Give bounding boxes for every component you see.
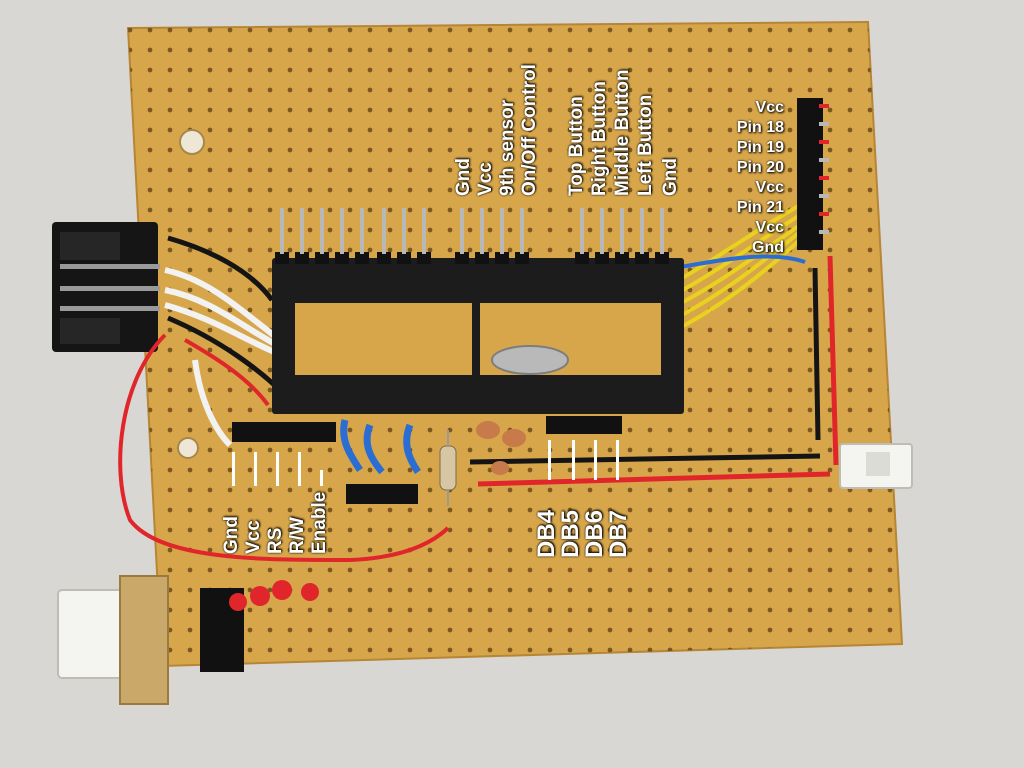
label-enable: Enable	[309, 491, 330, 554]
mounting-hole	[177, 437, 199, 459]
right-header-labels: Vcc Pin 18 Pin 19 Pin 20 Vcc Pin 21 Vcc …	[706, 98, 784, 258]
header-pin-base	[515, 252, 529, 264]
header-pin	[600, 208, 604, 254]
header-pin-base	[615, 252, 629, 264]
header-pin	[500, 208, 504, 254]
label-vcc-1: Vcc	[755, 99, 784, 116]
right-header-pin	[819, 176, 829, 180]
header-pin-base	[275, 252, 289, 264]
header-pin	[382, 208, 386, 254]
right-header-pin	[819, 194, 829, 198]
label-ticks	[232, 440, 619, 486]
jst-connector-right	[839, 443, 913, 489]
header-pin-base	[315, 252, 329, 264]
header-pin	[340, 208, 344, 254]
label-right-button: Right Button	[589, 80, 610, 196]
label-vcc-2: Vcc	[755, 179, 784, 196]
header-pin-base	[595, 252, 609, 264]
header-pin-base	[495, 252, 509, 264]
jst-connector-left	[57, 575, 244, 705]
header-pin-base	[335, 252, 349, 264]
header-pin	[460, 208, 464, 254]
label-rs: RS	[265, 527, 286, 554]
label-db5: DB5	[557, 509, 584, 558]
header-pin-base	[397, 252, 411, 264]
header-pin-base	[635, 252, 649, 264]
mounting-hole	[179, 129, 205, 155]
red-wire-ends	[229, 580, 319, 611]
label-pin-19: Pin 19	[736, 139, 784, 156]
label-db4: DB4	[533, 509, 560, 558]
label-pin-20: Pin 20	[736, 159, 784, 176]
capacitors	[476, 421, 526, 475]
right-header-pin	[819, 212, 829, 216]
header-pin-base	[417, 252, 431, 264]
header-pin	[640, 208, 644, 254]
top-header-pins	[275, 208, 669, 264]
label-pin-18: Pin 18	[736, 119, 784, 136]
right-header-pin	[819, 122, 829, 126]
label-vcc-top: Vcc	[475, 162, 496, 196]
label-pin-21: Pin 21	[736, 199, 784, 216]
header-pin-base	[455, 252, 469, 264]
resistor	[439, 430, 457, 506]
label-on-off-control: On/Off Control	[519, 64, 540, 196]
crystal	[491, 345, 569, 375]
right-header-pin	[819, 230, 829, 234]
label-db6: DB6	[581, 509, 608, 558]
header-pin	[320, 208, 324, 254]
header-pin	[422, 208, 426, 254]
header-pin-base	[655, 252, 669, 264]
label-gnd-lcd: Gnd	[221, 516, 242, 554]
label-rw: R/W	[287, 517, 308, 554]
header-pin	[300, 208, 304, 254]
right-pin-header	[797, 98, 823, 250]
header-pin-base	[475, 252, 489, 264]
label-9th-sensor: 9th sensor	[497, 99, 518, 196]
right-header-pins	[819, 104, 829, 234]
header-pin-base	[377, 252, 391, 264]
header-pin-base	[355, 252, 369, 264]
header-pin	[660, 208, 664, 254]
label-gnd-top-left: Gnd	[453, 158, 474, 196]
header-pin	[402, 208, 406, 254]
header-pin	[520, 208, 524, 254]
header-pin-base	[575, 252, 589, 264]
label-top-button: Top Button	[566, 96, 587, 196]
lcd-header	[232, 416, 622, 504]
idc-connector	[52, 222, 160, 352]
label-left-button: Left Button	[635, 94, 656, 196]
right-header-pin	[819, 140, 829, 144]
header-pin	[280, 208, 284, 254]
label-gnd-top-right: Gnd	[660, 158, 681, 196]
right-header-pin	[819, 158, 829, 162]
header-pin	[480, 208, 484, 254]
dip-socket	[272, 258, 684, 414]
label-vcc-3: Vcc	[755, 219, 784, 236]
right-header-pin	[819, 104, 829, 108]
header-pin	[620, 208, 624, 254]
header-pin-base	[295, 252, 309, 264]
label-db7: DB7	[605, 509, 632, 558]
header-pin	[360, 208, 364, 254]
label-vcc-lcd: Vcc	[243, 520, 264, 554]
label-middle-button: Middle Button	[612, 69, 633, 196]
label-gnd-right: Gnd	[752, 239, 784, 256]
header-pin	[580, 208, 584, 254]
